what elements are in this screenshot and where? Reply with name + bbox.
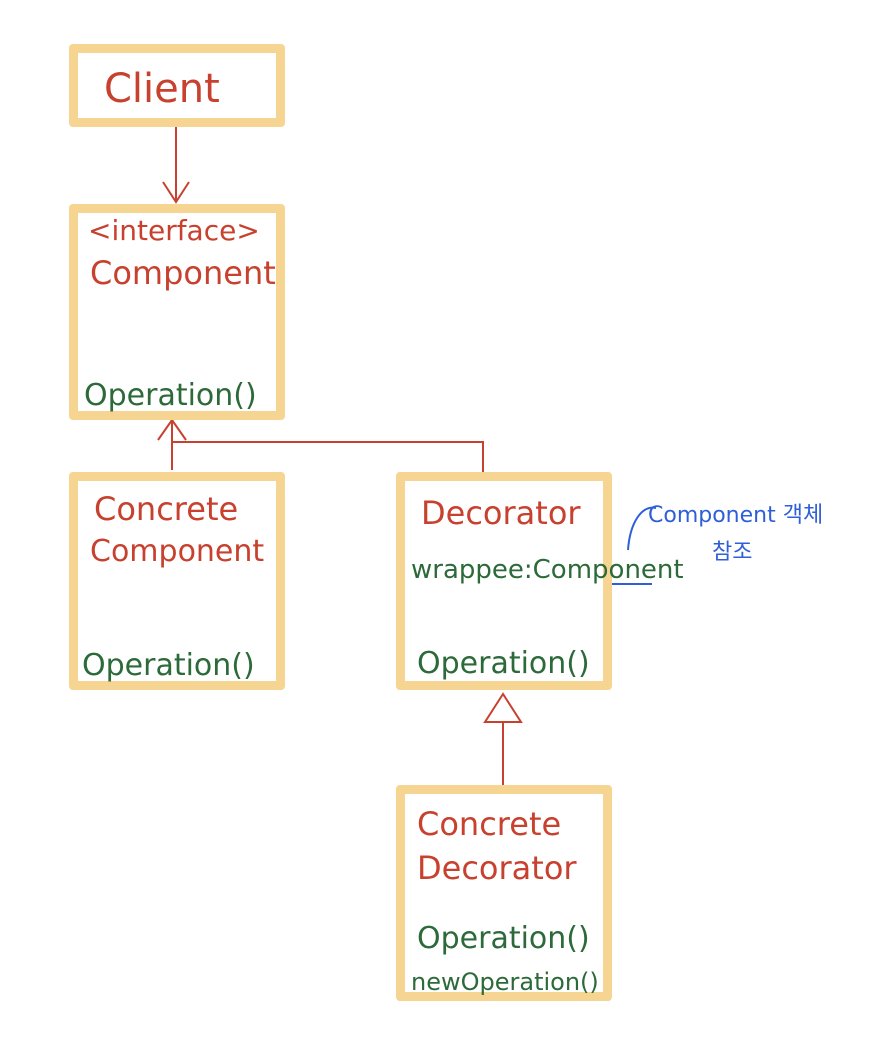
concrete-component-name-line1: Concrete (94, 490, 239, 528)
client-class-name: Client (104, 66, 220, 112)
concrete-decorator-operation: Operation() (417, 921, 590, 956)
annotation-line1: Component 객체 (648, 503, 824, 528)
decorator-operation: Operation() (417, 646, 590, 681)
component-stereotype: <interface> (88, 214, 260, 247)
concrete-component-operation: Operation() (82, 648, 255, 683)
annotation-line2: 참조 (712, 540, 753, 565)
concrete-decorator-name-line2: Decorator (417, 849, 577, 887)
component-operation: Operation() (84, 378, 257, 413)
component-interface-box: <interface> Component Operation() (69, 204, 285, 420)
decorator-class-box: Decorator wrappee:Component Operation() (396, 472, 684, 690)
decorator-wrappee-field: wrappee:Component (411, 555, 684, 585)
concrete-decorator-new-operation: newOperation() (411, 968, 599, 996)
concrete-decorator-name-line1: Concrete (417, 805, 562, 843)
concrete-decorator-box: Concrete Decorator Operation() newOperat… (396, 785, 612, 1001)
client-class-box: Client (69, 44, 285, 127)
component-class-name: Component (90, 254, 276, 292)
component-arrowhead (157, 418, 187, 441)
concrete-component-name-line2: Component (90, 534, 265, 569)
decorator-to-component-line (172, 441, 484, 472)
decorator-class-name: Decorator (421, 494, 581, 532)
concrete-component-box: Concrete Component Operation() (69, 472, 285, 690)
decorator-hollow-arrowhead (483, 692, 523, 723)
annotation-leader (627, 506, 657, 551)
client-to-component-arrowhead (162, 181, 190, 204)
